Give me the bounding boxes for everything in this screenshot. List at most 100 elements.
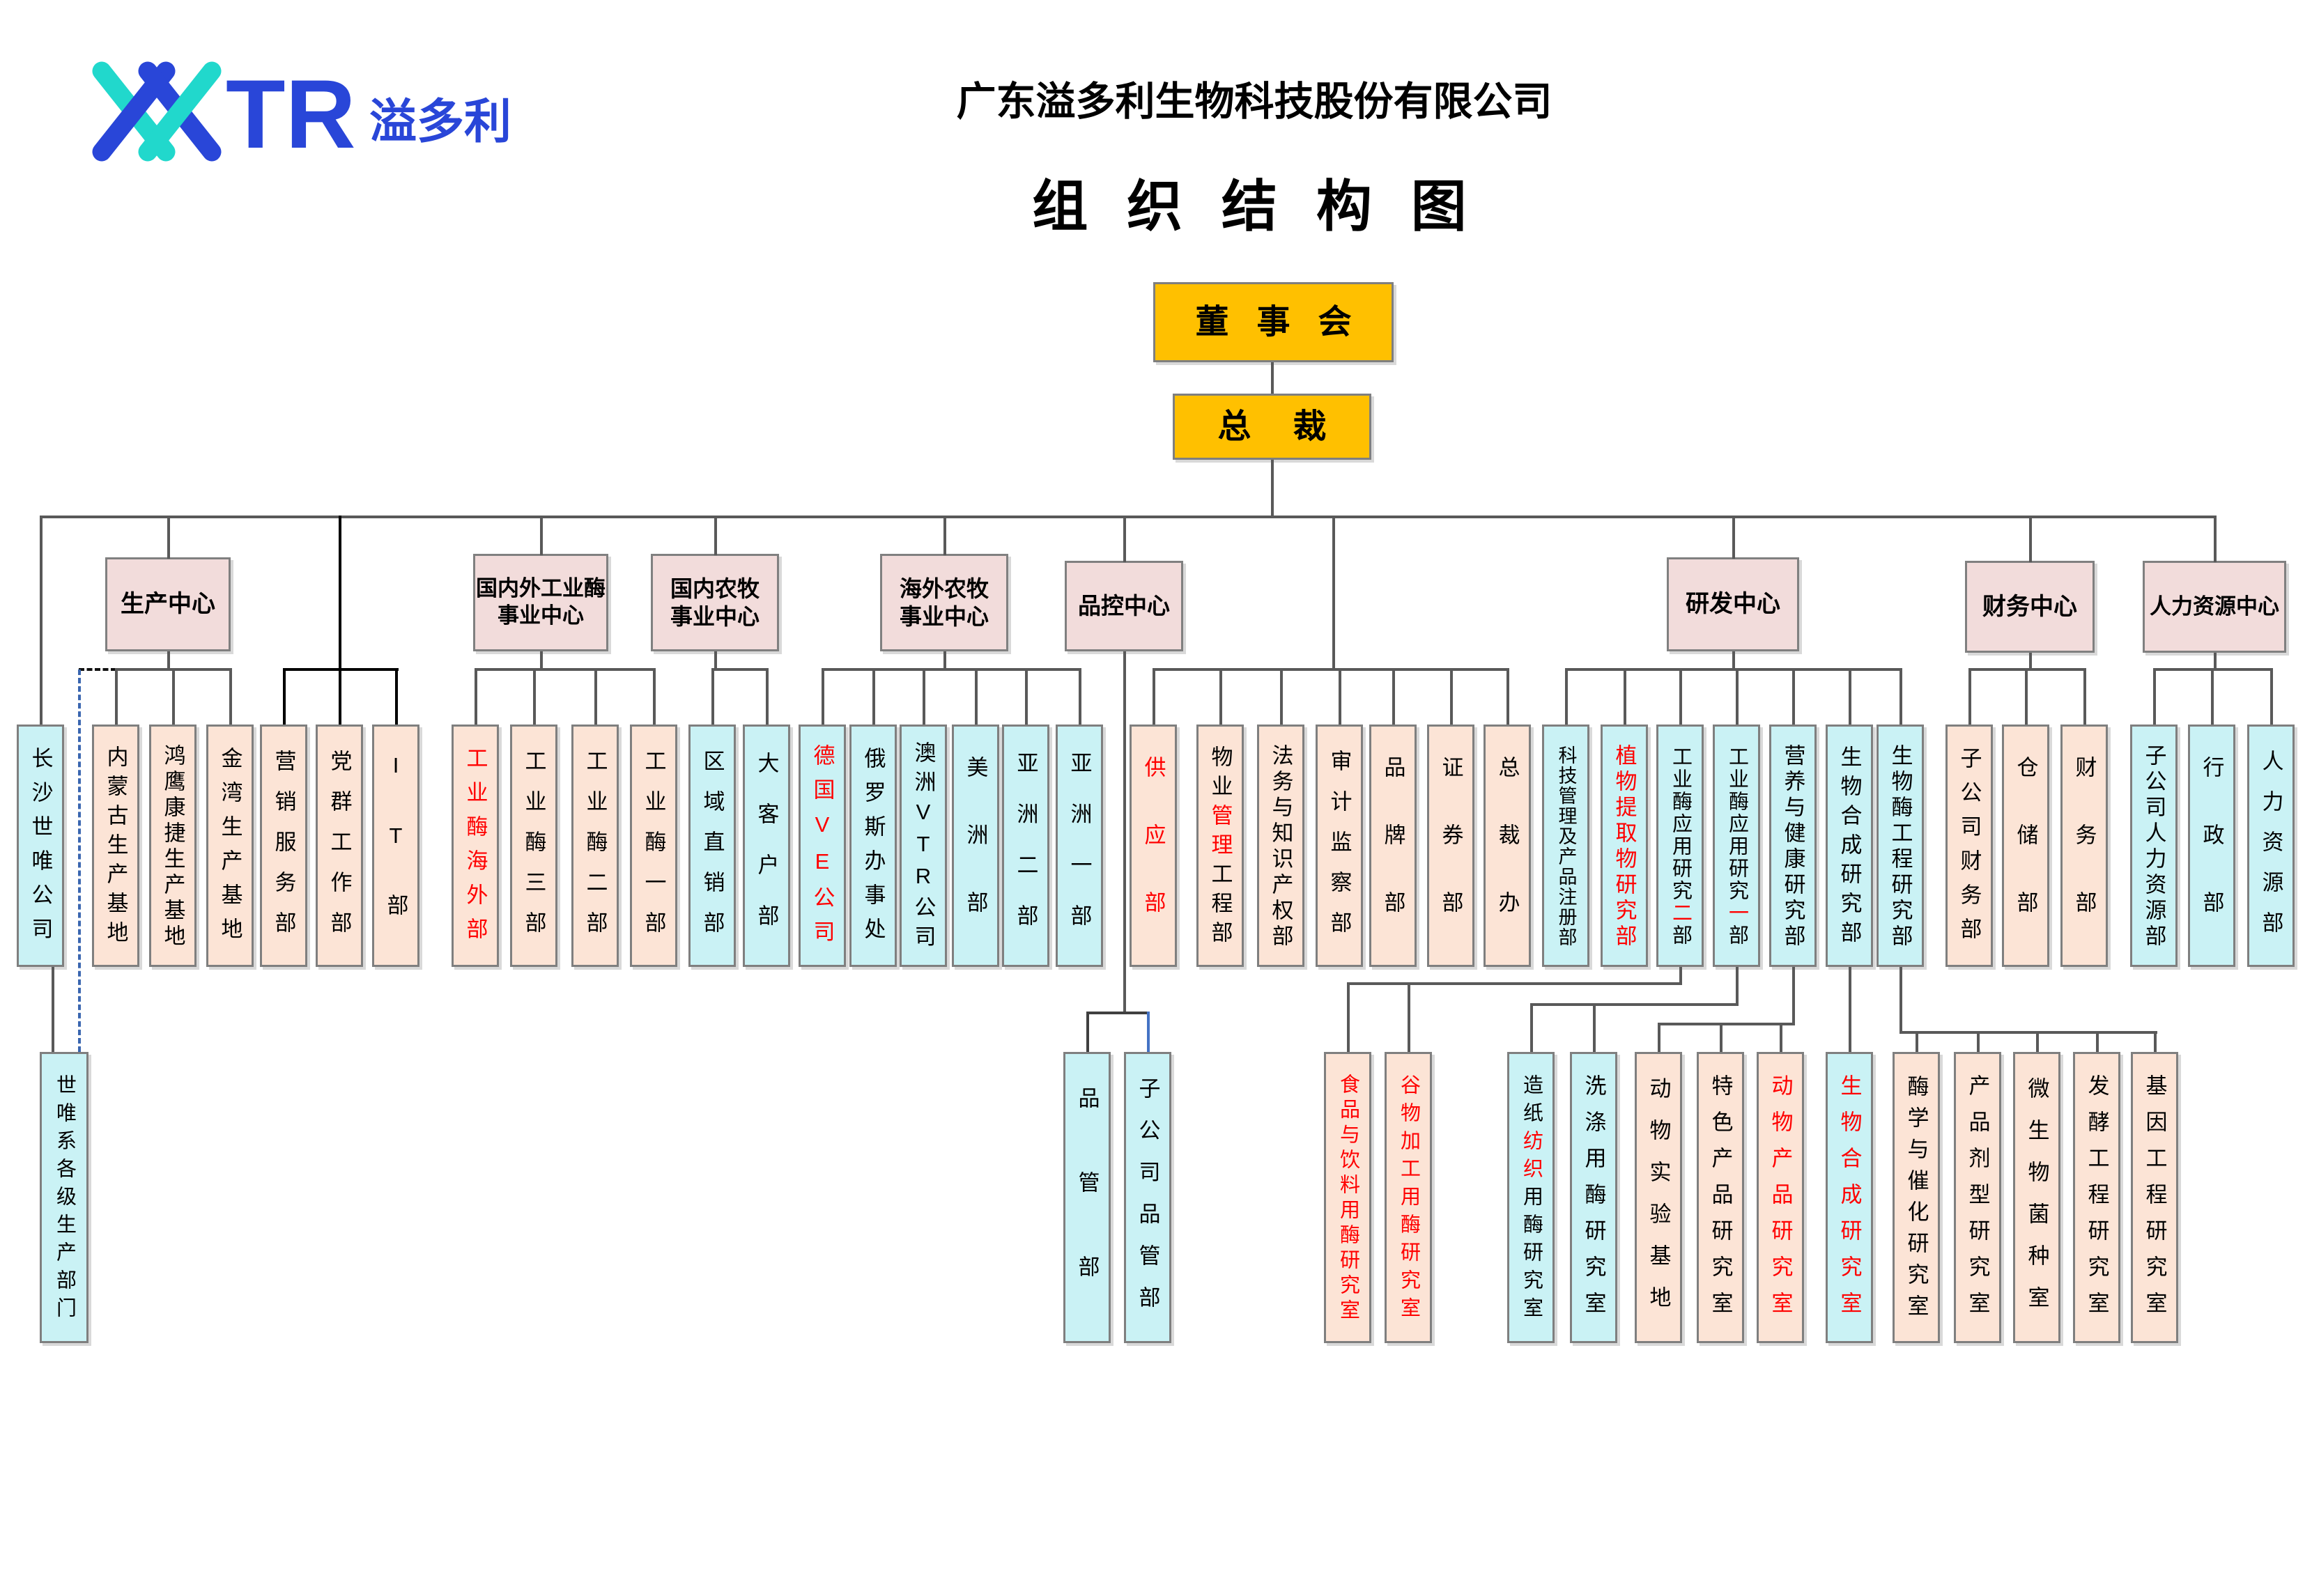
org-node-warehouse-dept: 仓储部 (2002, 725, 2049, 967)
connector-line (1530, 1003, 1533, 1052)
org-node-label: 事业中心 (899, 604, 989, 629)
connector-line (1339, 668, 1341, 725)
company-logo: TR 溢多利 (89, 56, 716, 174)
org-node-label: 亚洲二部 (1013, 751, 1038, 955)
org-node-label: 美洲部 (963, 756, 988, 959)
connector-line (2029, 516, 2032, 562)
org-node-jinwan-production-base: 金湾生产基地 (206, 725, 254, 967)
org-node-germany-ve-company: 德国VE公司 (799, 725, 846, 967)
org-node-label-segment: 一 (1725, 901, 1748, 924)
connector-line (1849, 668, 1851, 725)
connector-line (475, 668, 656, 671)
org-node-label: 海外农牧 (899, 576, 989, 601)
org-node-industrial-enzyme-dept-3: 工业酶三部 (510, 725, 557, 967)
org-node-subsidiary-hr-dept: 子公司人力资源部 (2130, 725, 2178, 967)
org-node-detergent-enzyme-lab: 洗涤用酶研究室 (1570, 1052, 1617, 1343)
org-node-domestic-agri-division-center: 国内农牧事业中心 (651, 554, 779, 651)
connector-line (2214, 653, 2217, 671)
connector-line (1736, 668, 1739, 725)
org-node-label: 工业酶一部 (641, 749, 666, 952)
connector-line (1025, 668, 1028, 725)
org-node-board: 董事会 (1153, 282, 1394, 362)
connector-line (714, 651, 717, 671)
connector-line (533, 668, 536, 725)
org-node-australia-vtr-company: 澳洲VTR公司 (900, 725, 947, 967)
org-node-label: 生物合成研究部 (1837, 745, 1862, 950)
connector-line (1219, 668, 1222, 725)
org-node-subsidiary-finance-dept: 子公司财务部 (1945, 725, 1993, 967)
org-node-label: 子公司人力资源部 (2141, 743, 2166, 950)
org-node-label: 产品剂型研究室 (1965, 1074, 1990, 1328)
org-node-label: 洗涤用酶研究室 (1581, 1074, 1606, 1328)
connector-line (2096, 1031, 2099, 1052)
org-node-biosynthesis-lab: 生物合成研究室 (1826, 1052, 1873, 1343)
org-node-label: 人力资源中心 (2150, 594, 2279, 619)
connector-line (1792, 967, 1795, 1025)
org-node-label: 特色产品研究室 (1708, 1074, 1733, 1328)
org-node-russia-office: 俄罗斯办事处 (849, 725, 897, 967)
org-node-label: 证券部 (1438, 756, 1463, 959)
org-node-label-segment: 生物合成研究室 (1837, 1074, 1862, 1328)
org-node-finance-center: 财务中心 (1965, 561, 2095, 653)
connector-line (1086, 1012, 1089, 1052)
connector-line (1123, 651, 1126, 1014)
connector-line (1658, 1023, 1795, 1025)
logo-company-short-text: 溢多利 (369, 95, 511, 148)
org-node-label: 国内农牧 (670, 576, 760, 601)
org-node-label: 造纸纺织用酶研究室 (1520, 1071, 1543, 1325)
org-node-supply-dept: 供应部 (1130, 725, 1177, 967)
org-node-quality-control-center: 品控中心 (1065, 561, 1183, 651)
connector-line (1679, 668, 1682, 725)
connector-line (1968, 668, 1971, 725)
org-node-label: 品管部 (1074, 1087, 1100, 1340)
logo-tr-text: TR (226, 59, 356, 169)
connector-line (1849, 967, 1851, 1052)
org-node-label-segment: 物业 (1208, 745, 1233, 804)
connector-line (1347, 982, 1350, 1052)
org-node-label: 工业酶海外部 (463, 741, 488, 952)
org-node-label: 品控中心 (1078, 593, 1170, 619)
connector-line (822, 668, 824, 725)
org-node-quality-mgmt-dept: 品管部 (1063, 1052, 1111, 1343)
org-node-president: 总裁 (1173, 394, 1371, 460)
org-node-label: 区域直销部 (700, 749, 725, 952)
connector-line (395, 668, 398, 725)
connector-line (594, 668, 597, 725)
org-node-rd-center: 研发中心 (1667, 557, 1799, 651)
org-node-food-beverage-enzyme-lab: 食品与饮料用酶研究室 (1324, 1052, 1371, 1343)
org-node-label: 金湾生产基地 (217, 746, 242, 952)
org-node-label-segment: 谷物加工用酶研究室 (1397, 1074, 1420, 1325)
connector-line (1780, 1023, 1782, 1052)
connector-line (1147, 1012, 1150, 1052)
connector-line (167, 651, 170, 671)
org-node-label-segment: 部 (1669, 924, 1692, 947)
connector-line (714, 516, 717, 555)
org-node-label: 发酵工程研究室 (2084, 1074, 2109, 1328)
connector-line (1086, 1012, 1150, 1014)
org-node-property-management-engineering-dept: 物业管理工程部 (1196, 725, 1244, 967)
org-node-label-segment: 供应部 (1141, 756, 1166, 959)
org-node-shiwei-production-departments: 世唯系各级生产部门 (40, 1052, 88, 1343)
org-node-hr-center: 人力资源中心 (2143, 561, 2286, 653)
org-node-americas-dept: 美洲部 (952, 725, 999, 967)
org-node-label-segment: 动物产品研究室 (1768, 1074, 1793, 1328)
org-node-changsha-shiwei-company: 长沙世唯公司 (17, 725, 64, 967)
org-node-enzyme-application-research-dept-1: 工业酶应用研究一部 (1713, 725, 1760, 967)
org-node-label: 营销服务部 (271, 749, 296, 952)
connector-line (229, 668, 232, 725)
org-node-administration-dept: 行政部 (2188, 725, 2235, 967)
connector-line (975, 668, 978, 725)
connector-line (2153, 668, 2156, 725)
org-node-label-segment: 用酶研究室 (1520, 1185, 1543, 1325)
connector-line (1271, 362, 1274, 394)
connector-line (2036, 1031, 2039, 1052)
org-node-label: 供应部 (1141, 733, 1166, 959)
org-node-label: 子公司财务部 (1957, 746, 1982, 952)
connector-line (540, 516, 543, 555)
org-node-label: 行政部 (2199, 756, 2224, 959)
connector-line (1565, 668, 1568, 725)
org-node-brand-dept: 品牌部 (1369, 725, 1417, 967)
connector-line (711, 668, 769, 671)
org-node-label: 生物酶工程研究部 (1888, 743, 1913, 950)
org-node-finance-dept: 财务部 (2060, 725, 2108, 967)
